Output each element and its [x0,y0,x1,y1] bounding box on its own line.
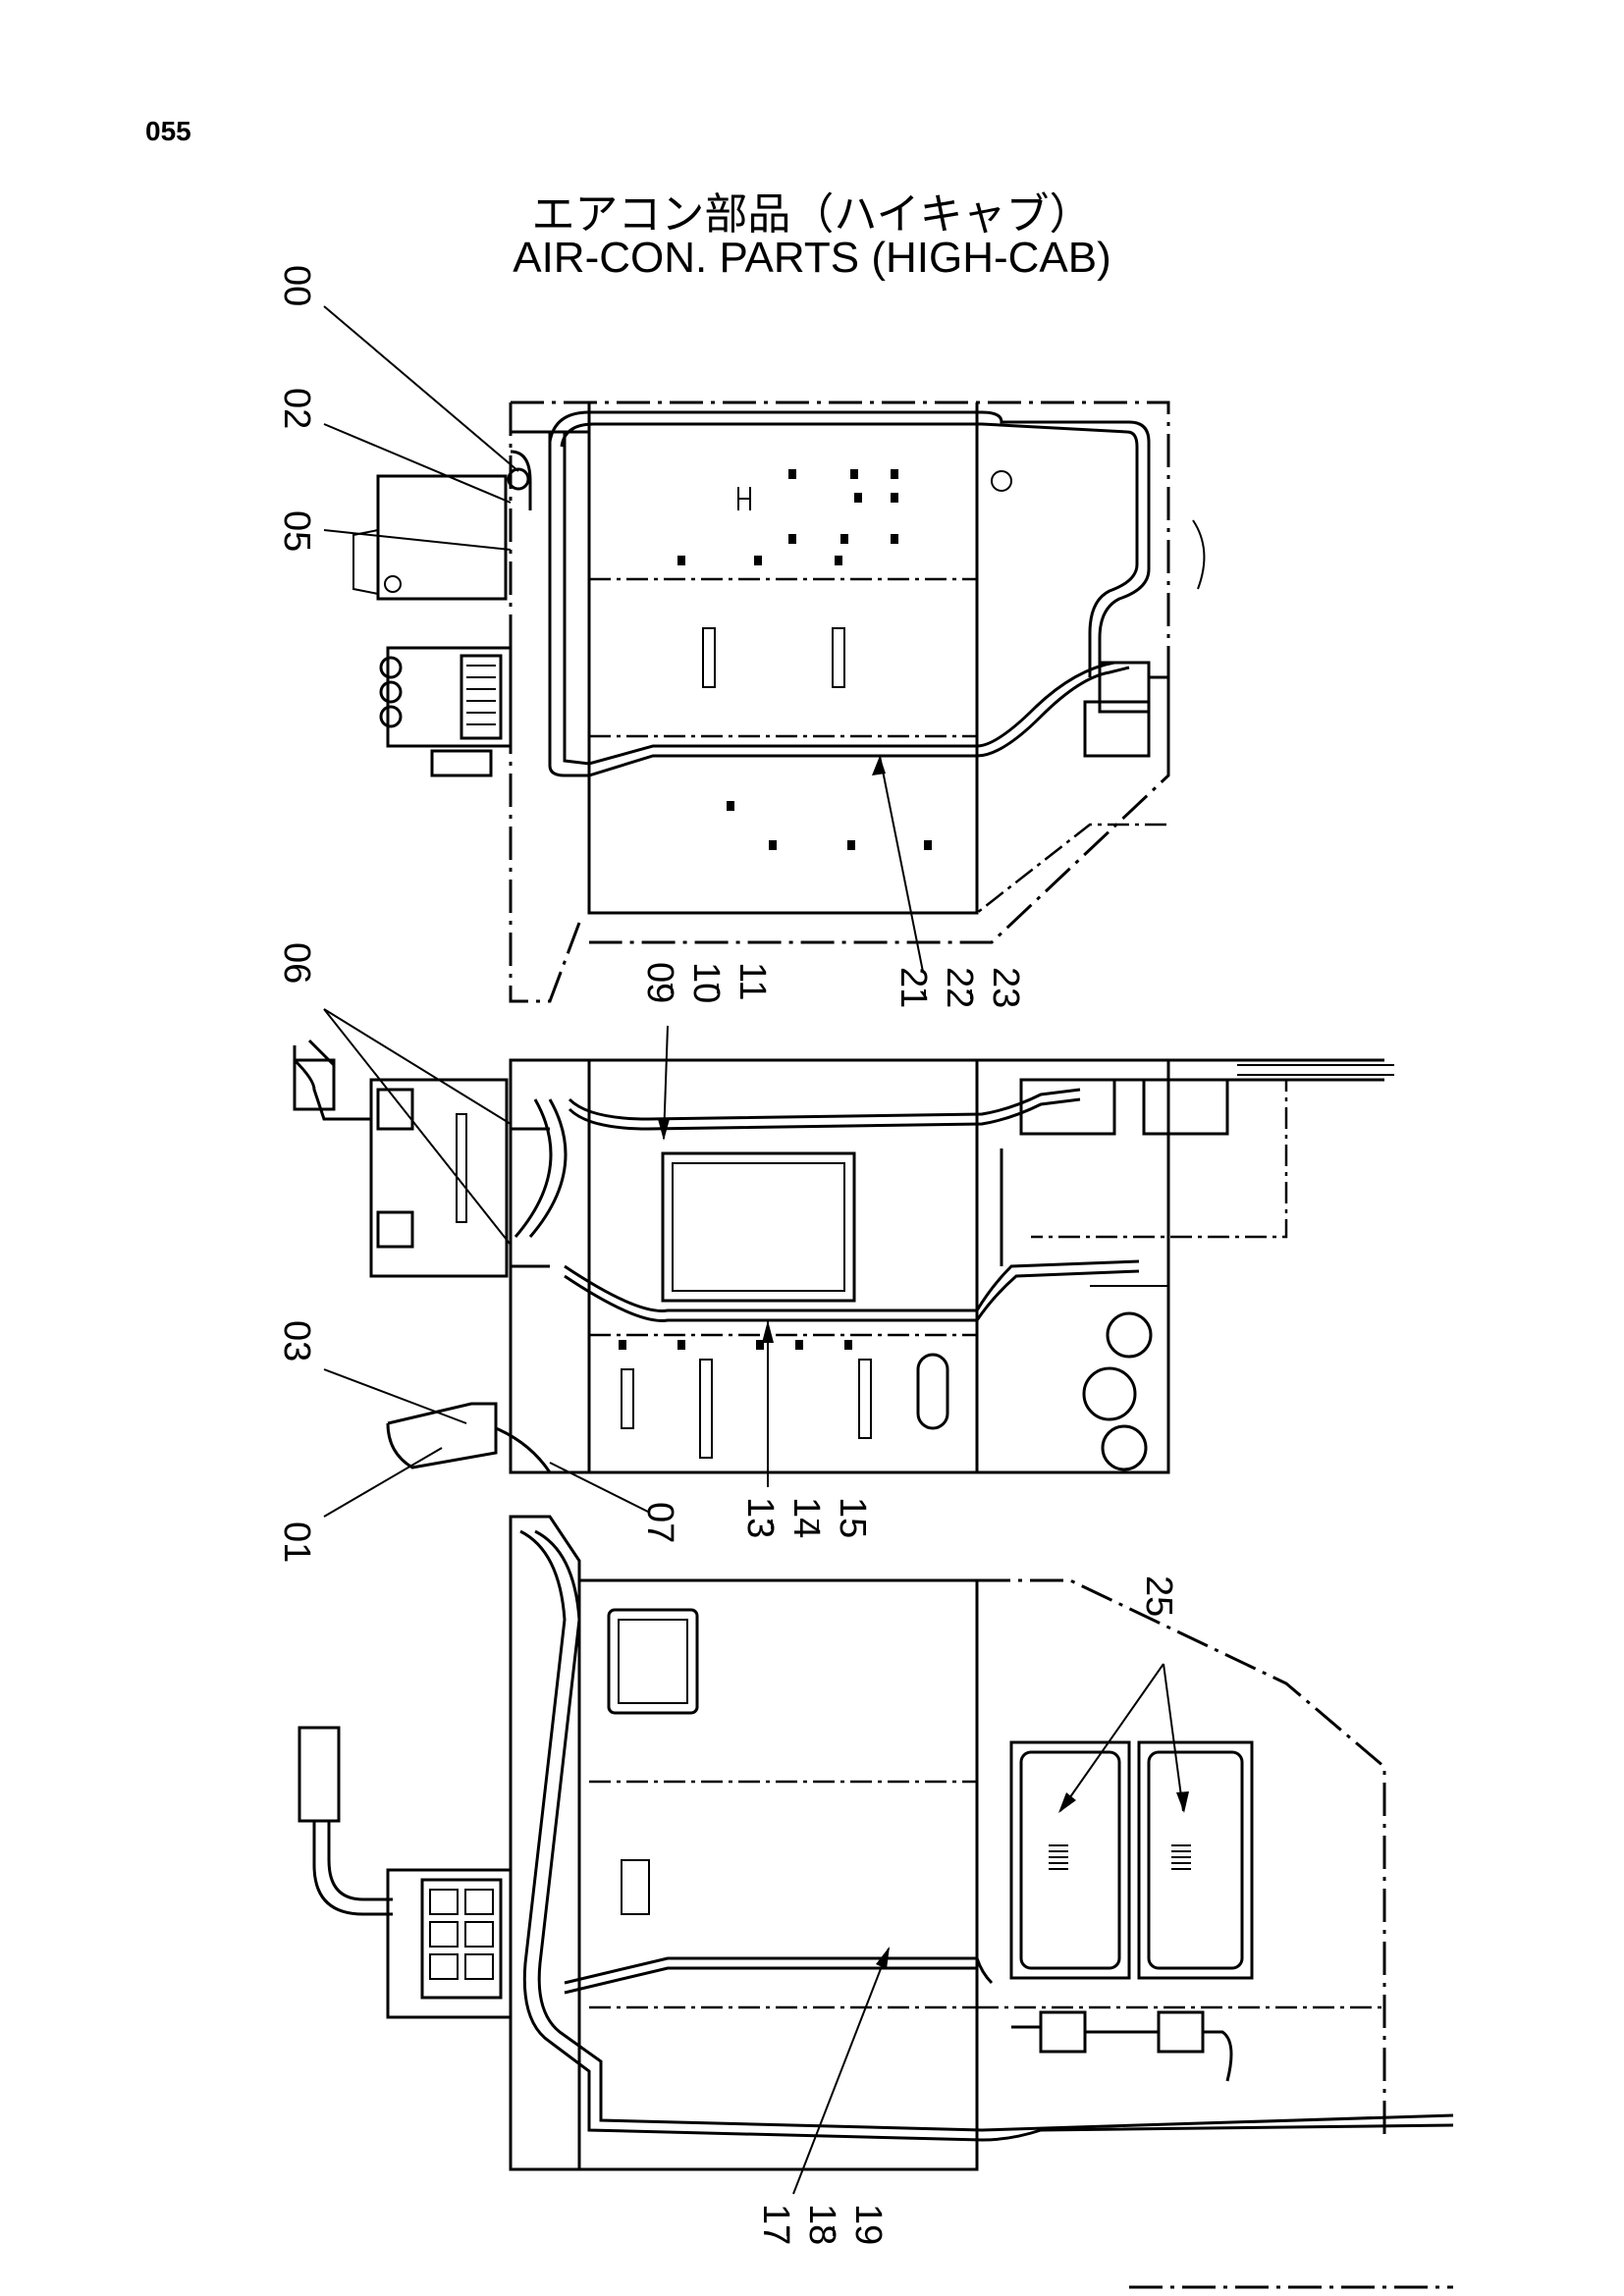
callout-06: 06 [276,942,317,984]
upper-view [323,305,1206,1003]
lower-view [298,1515,1454,2195]
callout-separators [671,984,972,2236]
callout-01: 01 [276,1522,317,1563]
callout-14: 14 [785,1497,827,1538]
callout-17: 17 [755,2204,796,2245]
callout-19: 19 [847,2204,889,2245]
callout-11: 11 [731,962,773,1000]
callout-labels: 00 02 05 06 03 01 07 09 10 11 13 14 15 1… [276,265,1179,2245]
callout-23: 23 [985,967,1026,1008]
callout-18: 18 [801,2204,842,2245]
callout-02: 02 [276,388,317,429]
page-number: 055 [145,116,191,146]
callout-03: 03 [276,1320,317,1362]
callout-07: 07 [639,1502,680,1543]
callout-09: 09 [639,962,680,1003]
callout-10: 10 [685,962,727,1003]
callout-13: 13 [739,1497,781,1538]
callout-15: 15 [832,1497,873,1538]
callout-25: 25 [1138,1575,1179,1617]
callout-22: 22 [939,967,980,1008]
callout-00: 00 [276,265,317,306]
callout-05: 05 [276,510,317,552]
middle-view [293,1008,1394,1518]
page-title-japanese: エアコン部品（ハイキャブ） [531,189,1093,240]
callout-21: 21 [893,967,934,1008]
page-title-english: AIR-CON. PARTS (HIGH-CAB) [513,234,1111,282]
